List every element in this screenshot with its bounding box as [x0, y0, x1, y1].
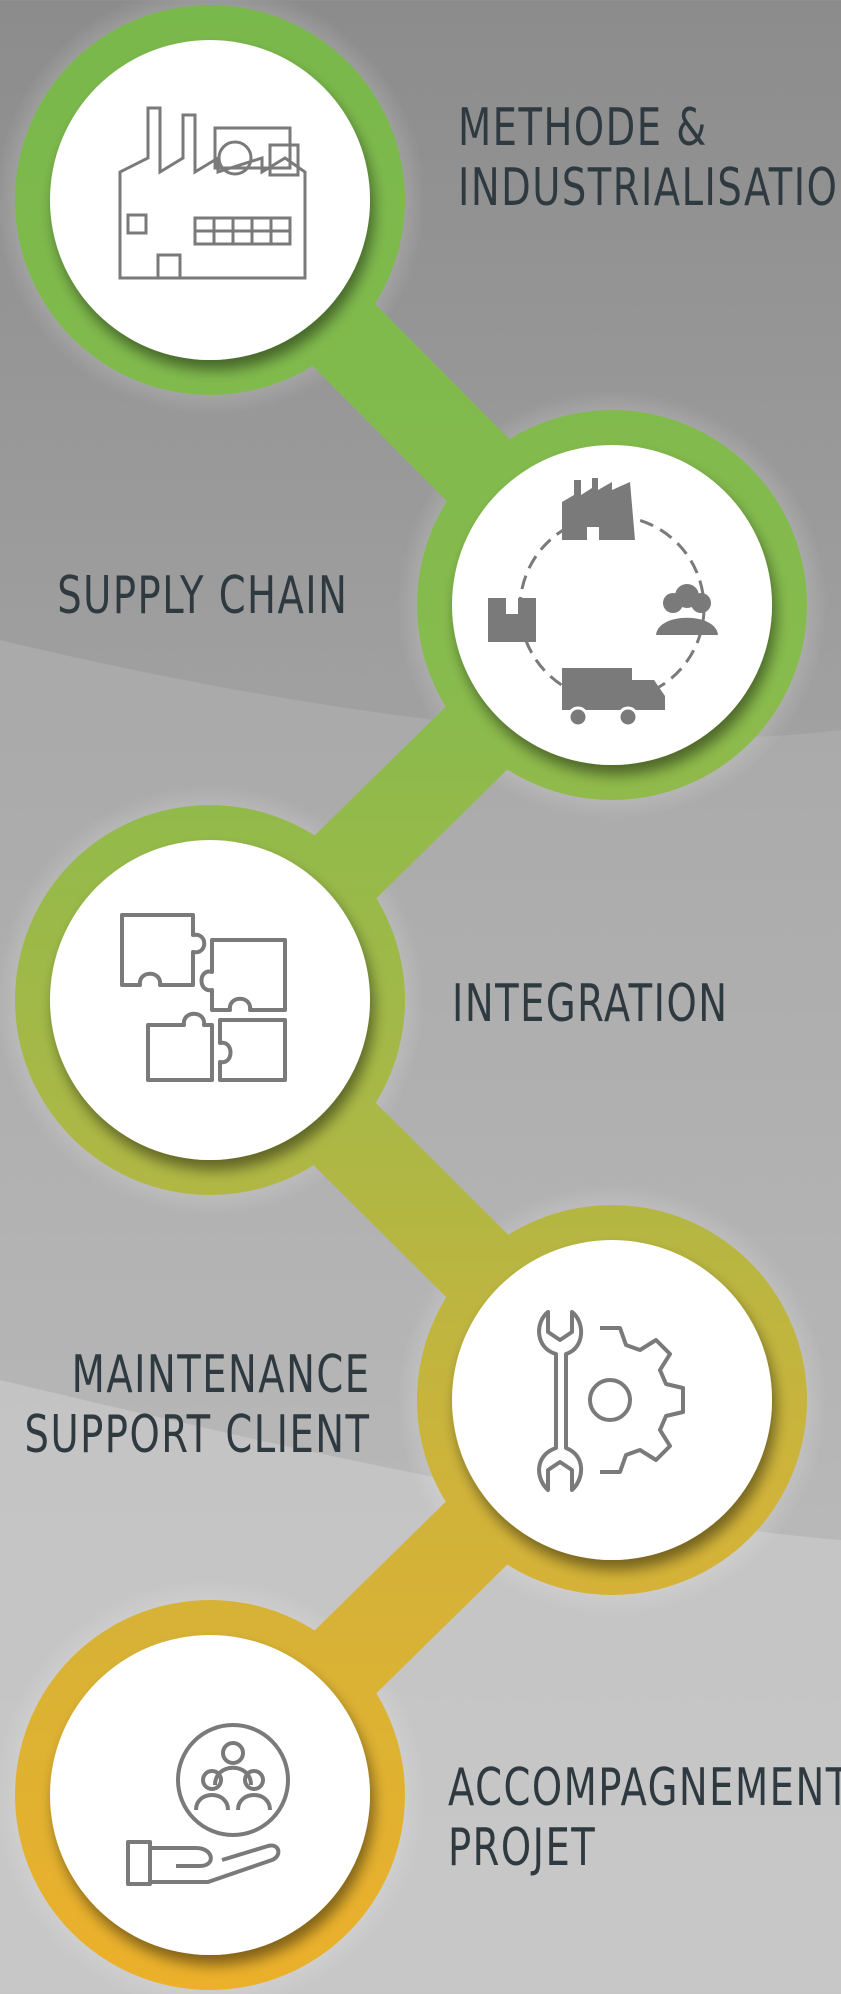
box-small-icon [488, 598, 536, 642]
label-line: METHODE & [458, 98, 708, 158]
label-integration: INTEGRATION [452, 974, 728, 1034]
node-discs [50, 40, 772, 1955]
label-line: ACCOMPAGNEMENT [448, 1758, 841, 1818]
label-supply-chain: SUPPLY CHAIN [57, 566, 348, 626]
wrench-gear-icon [537, 1310, 685, 1492]
people-small-icon [656, 584, 718, 635]
label-line: PROJET [448, 1818, 597, 1878]
factory-small-icon [562, 478, 635, 540]
hand-people-icon [126, 1723, 290, 1886]
puzzle-icon [120, 913, 287, 1082]
truck-small-icon [562, 668, 665, 728]
label-maintenance-support-client: MAINTENANCE SUPPORT CLIENT [24, 1345, 370, 1465]
supply-chain-cycle-icon [488, 478, 718, 728]
label-methode-industrialisation: METHODE & INDUSTRIALISATION [458, 98, 841, 218]
label-line: MAINTENANCE [71, 1345, 370, 1405]
label-accompagnement-projet: ACCOMPAGNEMENT PROJET [448, 1758, 841, 1878]
label-line: INTEGRATION [452, 974, 729, 1034]
factory-icon [118, 106, 307, 280]
label-line: SUPPLY CHAIN [56, 566, 348, 626]
label-line: INDUSTRIALISATION [458, 158, 841, 218]
label-line: SUPPORT CLIENT [24, 1405, 370, 1465]
